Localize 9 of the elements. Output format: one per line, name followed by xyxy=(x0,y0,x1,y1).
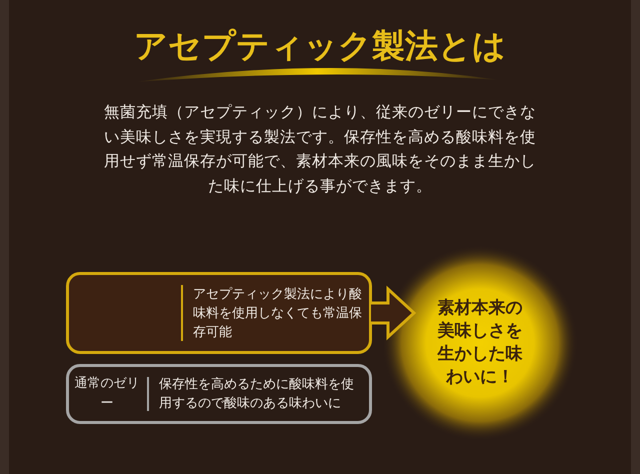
comparison-box xyxy=(66,272,372,354)
highlight-text: 素材本来の美味しさを生かした味わいに！ xyxy=(436,297,524,389)
box-heading: 通常のゼリー xyxy=(74,375,140,413)
description-paragraph: 無菌充填（アセプティック）により、従来のゼリーにできない美味しさを実現する製法です。保存性を高める酸味料を使用せず常温保存が可能で、素材本来の風味をそのまま生かした味に仕上げる事ができます。 xyxy=(103,102,537,196)
box-text: 保存性を高めるために酸味料を使用するので酸味のある味わいに xyxy=(159,376,355,413)
box-text: アセプティック製法により酸味料を使用しなくても常温保存可能 xyxy=(193,286,363,342)
comparison-box xyxy=(66,364,372,424)
block-arrow xyxy=(370,286,416,340)
title: アセプティック製法とは xyxy=(133,25,507,67)
